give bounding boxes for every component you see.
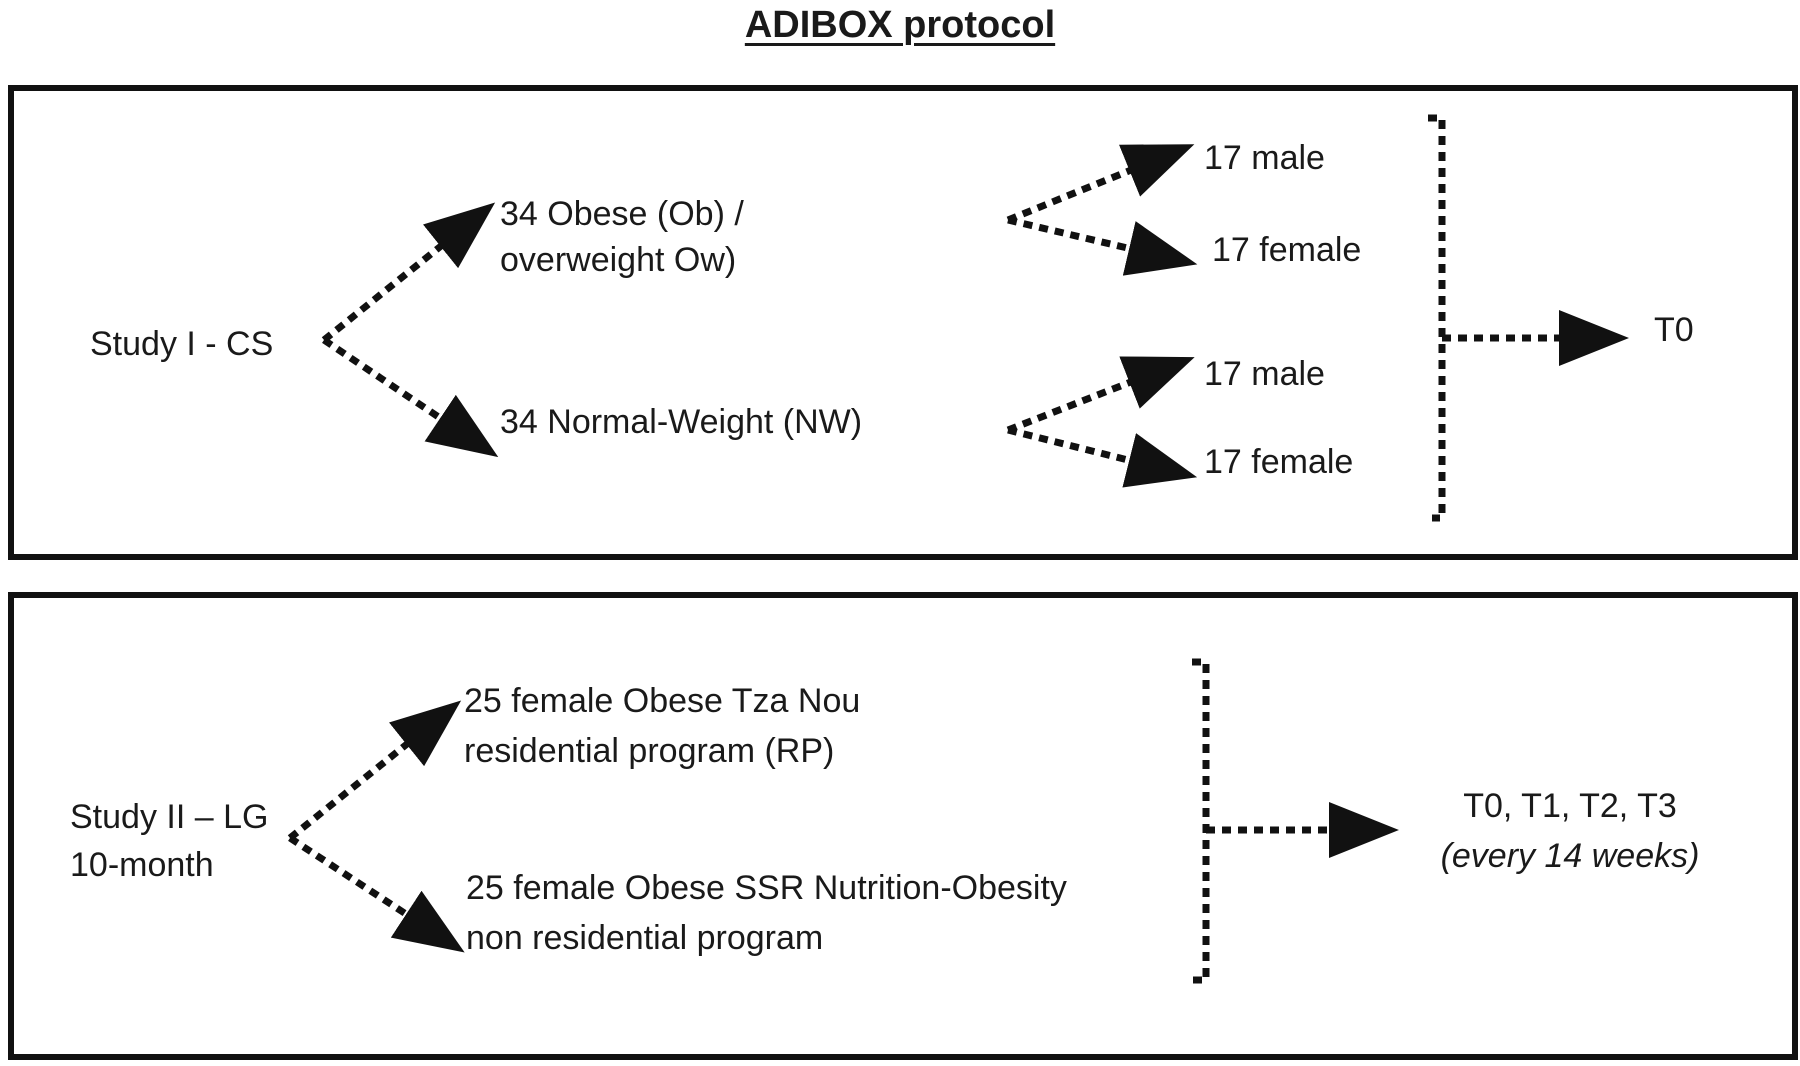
arrow-study2-to-rp bbox=[287, 700, 462, 841]
bracket-study2 bbox=[1192, 658, 1210, 984]
arrow-study2-to-nonres bbox=[288, 835, 465, 953]
bracket-study1 bbox=[1428, 114, 1446, 522]
study-1-label: Study I - CS bbox=[90, 325, 274, 363]
obese-female-count: 17 female bbox=[1212, 231, 1362, 269]
arrow-study1-to-normal bbox=[322, 337, 499, 458]
rp-group-label-line2: residential program (RP) bbox=[464, 732, 835, 770]
arrow-normal-to-male bbox=[1006, 356, 1195, 434]
non-residential-group-label-line2: non residential program bbox=[466, 919, 824, 957]
arrow-obese-to-female bbox=[1007, 216, 1198, 276]
study-1-timepoint: T0 bbox=[1654, 311, 1694, 349]
study-2-timepoints-note: (every 14 weeks) bbox=[1440, 837, 1700, 875]
rp-group-label-line1: 25 female Obese Tza Nou bbox=[464, 682, 861, 720]
normal-female-count: 17 female bbox=[1204, 443, 1354, 481]
diagram-title: ADIBOX protocol bbox=[744, 4, 1056, 46]
non-residential-group-label-line1: 25 female Obese SSR Nutrition-Obesity bbox=[466, 869, 1067, 907]
normal-male-count: 17 male bbox=[1204, 355, 1325, 393]
arrow-study1-to-obese bbox=[321, 202, 496, 343]
study-2-label-line1: Study II – LG bbox=[70, 798, 269, 836]
obese-male-count: 17 male bbox=[1204, 139, 1325, 177]
study-2-timepoints: T0, T1, T2, T3 bbox=[1463, 787, 1677, 825]
normal-weight-group-label: 34 Normal-Weight (NW) bbox=[500, 403, 863, 441]
obese-group-label-line2: overweight Ow) bbox=[500, 241, 737, 279]
study-2-panel bbox=[8, 592, 1798, 1060]
study-1-panel bbox=[8, 85, 1798, 560]
study-2-label-line2: 10-month bbox=[70, 846, 214, 884]
obese-group-label-line1: 34 Obese (Ob) / bbox=[500, 195, 744, 233]
arrow-normal-to-female bbox=[1007, 426, 1198, 488]
arrow-obese-to-male bbox=[1006, 144, 1195, 224]
